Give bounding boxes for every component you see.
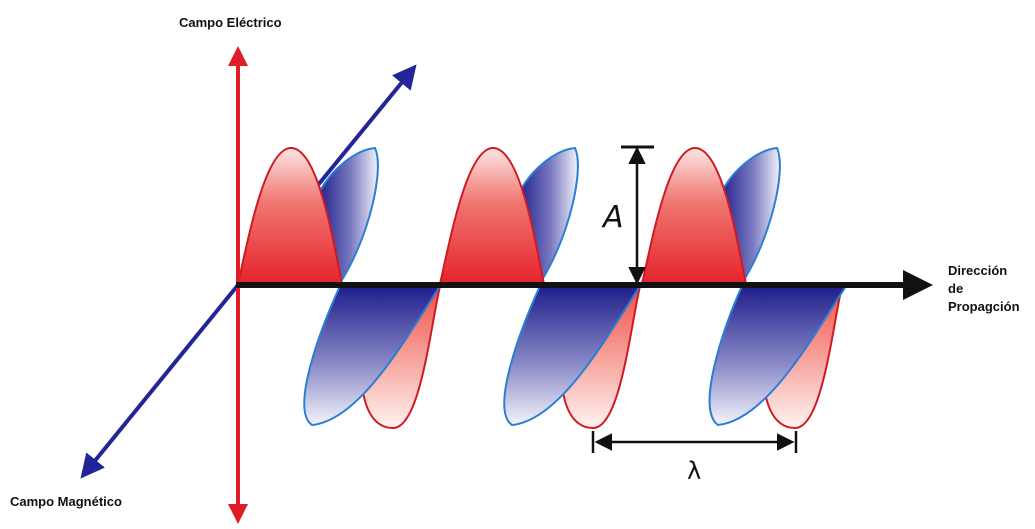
electric-axis-label: Campo Eléctrico <box>179 15 282 30</box>
amplitude-marker <box>621 145 654 285</box>
magnetic-axis-upper-arrow <box>316 64 417 187</box>
magnetic-axis-arrow <box>80 283 240 479</box>
electric-lobe-up-1 <box>236 146 344 285</box>
magnetic-lobe-down-2 <box>503 285 642 427</box>
electric-lobe-up-2 <box>438 146 546 285</box>
wavelength-label: λ <box>687 457 701 485</box>
magnetic-lobe-down-1 <box>303 285 442 427</box>
propagation-label-line-3: Propagción <box>948 299 1020 314</box>
magnetic-lobe-down-3 <box>708 285 848 427</box>
amplitude-label: A <box>601 200 624 235</box>
wavelength-marker <box>591 431 798 453</box>
electric-wave <box>236 146 843 430</box>
magnetic-axis-label: Campo Magnético <box>10 494 122 509</box>
propagation-label-line-1: Dirección <box>948 263 1007 278</box>
propagation-label-line-2: de <box>948 281 963 296</box>
magnetic-wave-front <box>303 285 848 427</box>
electric-lobe-up-3 <box>640 146 748 285</box>
